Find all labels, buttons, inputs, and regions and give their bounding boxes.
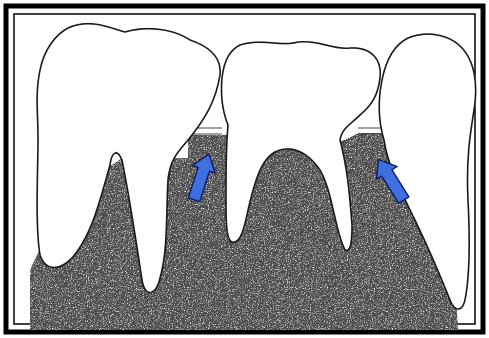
illustration-svg xyxy=(0,0,489,338)
dental-illustration xyxy=(0,0,489,338)
